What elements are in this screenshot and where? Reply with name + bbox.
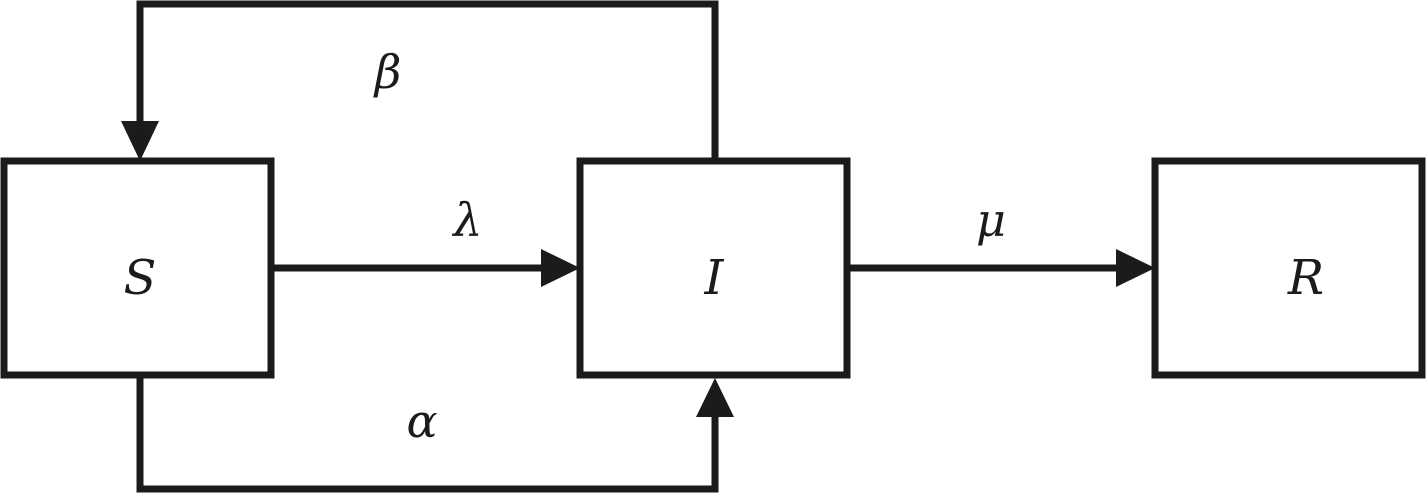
node-s-label: S xyxy=(124,250,157,306)
edge-i-to-r-arrowhead xyxy=(1116,249,1155,287)
edge-i-to-s: β xyxy=(121,0,719,161)
edge-s-to-i-bottom-line xyxy=(136,375,719,493)
edge-i-to-r: μ xyxy=(847,193,1155,287)
edge-s-to-i-bottom-arrowhead xyxy=(696,378,734,417)
edge-s-to-i-bottom-label: α xyxy=(406,394,437,448)
edge-i-to-s-arrowhead xyxy=(121,121,159,161)
edge-s-to-i-arrowhead xyxy=(541,249,580,287)
node-i-label: I xyxy=(704,250,725,306)
node-r-label: R xyxy=(1287,250,1324,306)
edge-i-to-s-line xyxy=(136,0,719,161)
edge-s-to-i: λ xyxy=(271,193,580,287)
edge-s-to-i-label: λ xyxy=(451,193,482,247)
node-r: R xyxy=(1151,157,1426,379)
edge-i-to-r-label: μ xyxy=(976,193,1006,247)
node-s: S xyxy=(0,157,275,379)
edge-s-to-i-bottom: α xyxy=(136,375,734,493)
edge-i-to-s-label: β xyxy=(373,45,402,99)
node-i: I xyxy=(576,157,851,379)
